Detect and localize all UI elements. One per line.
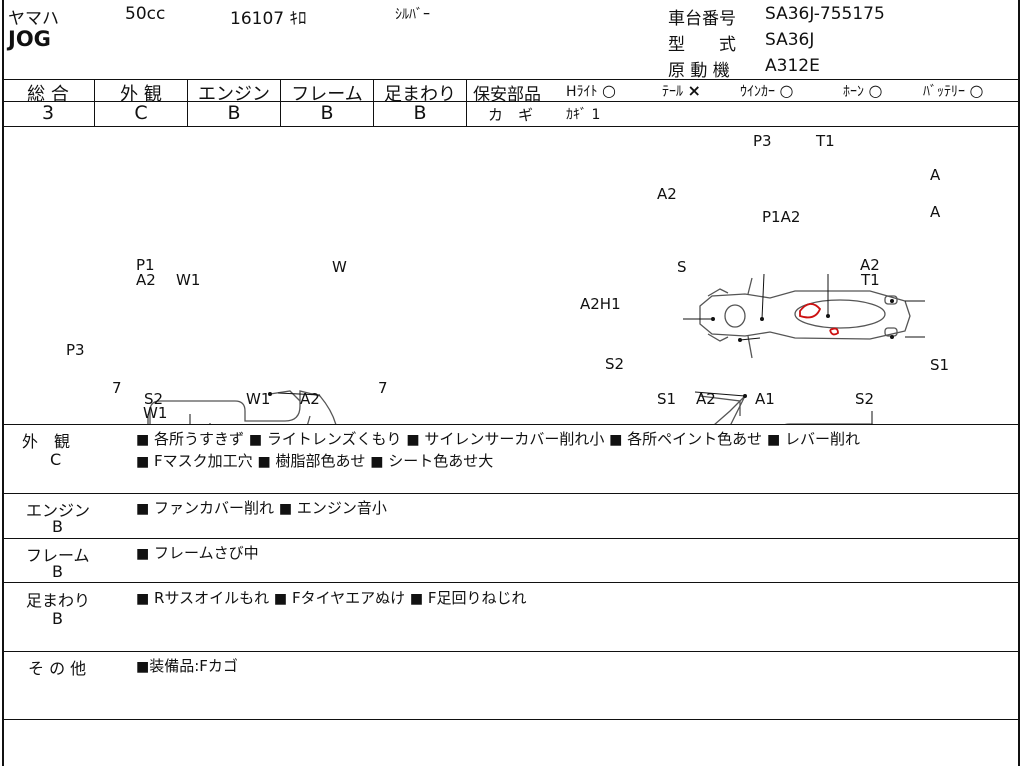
divider <box>2 651 1020 652</box>
grade-header-engine: エンジン <box>198 84 270 105</box>
color: ｼﾙﾊﾞｰ <box>395 7 430 23</box>
label: 7 <box>112 379 122 397</box>
label: T1 <box>815 132 835 150</box>
divider <box>2 126 1020 127</box>
label: P3 <box>753 132 772 150</box>
divider <box>2 493 1020 494</box>
label: W1 <box>246 390 270 408</box>
section-line: ■ Rサスオイルもれ ■ Fタイヤエアぬけ ■ F足回りねじれ <box>136 589 527 607</box>
label: T1 <box>860 271 880 289</box>
label: A <box>930 166 941 184</box>
section-grade: B <box>52 517 63 536</box>
safety-item-headlight: Hﾗｲﾄ ○ <box>566 81 616 100</box>
divider <box>187 79 188 126</box>
section-name: 外 観 <box>22 432 71 451</box>
label: A <box>930 203 941 221</box>
label: P1A2 <box>762 208 800 226</box>
displacement: 50cc <box>125 4 166 24</box>
grade-header-total: 総 合 <box>27 84 69 105</box>
section-name: エンジン <box>26 501 91 520</box>
label: 7 <box>378 379 388 397</box>
grade-header-suspension: 足まわり <box>384 84 456 105</box>
divider <box>2 582 1020 583</box>
label: A2 <box>300 390 320 408</box>
label: S2 <box>144 390 163 408</box>
point-marks <box>268 299 894 398</box>
mileage: 16107 ｷﾛ <box>230 9 307 29</box>
label: W1 <box>176 271 200 289</box>
label: P3 <box>66 341 85 359</box>
frame-no: SA36J-755175 <box>765 4 885 24</box>
label: S1 <box>657 390 676 408</box>
safety-item-tail: ﾃｰﾙ × <box>662 81 701 100</box>
divider <box>2 101 467 102</box>
label: S2 <box>605 355 624 373</box>
section-line: ■ フレームさび中 <box>136 544 259 562</box>
divider <box>94 79 95 126</box>
section-name: フレーム <box>26 546 90 565</box>
grade-exterior: C <box>134 102 148 124</box>
safety-item-battery: ﾊﾞｯﾃﾘｰ ○ <box>923 81 984 100</box>
divider <box>2 424 1020 425</box>
label: A2 <box>657 185 677 203</box>
section-grade: B <box>52 562 63 581</box>
section-line: ■装備品:Fカゴ <box>136 657 238 675</box>
label: A2 <box>696 390 716 408</box>
grade-engine: B <box>227 102 241 124</box>
safety-item-winker: ｳｲﾝｶｰ ○ <box>740 81 794 100</box>
divider <box>467 101 1020 102</box>
key-value: ｶｷﾞ 1 <box>566 107 601 123</box>
section-line: ■ Fマスク加工穴 ■ 樹脂部色あせ ■ シート色あせ大 <box>136 452 494 470</box>
damage-mark <box>799 303 839 336</box>
label: S <box>677 258 687 276</box>
scooter-top-view <box>699 277 911 359</box>
grade-header-frame: フレーム <box>291 84 363 105</box>
divider <box>280 79 281 126</box>
label: W <box>332 258 347 276</box>
maker: ヤマハ <box>8 9 59 29</box>
divider <box>373 79 374 126</box>
section-line: ■ ファンカバー削れ ■ エンジン音小 <box>136 499 387 517</box>
grade-total: 3 <box>41 102 55 124</box>
engine-label: 原 動 機 <box>668 61 730 81</box>
grade-header-exterior: 外 観 <box>120 84 162 105</box>
label: S2 <box>855 390 874 408</box>
model-name: JOG <box>8 27 51 51</box>
label: A2H1 <box>580 295 621 313</box>
divider <box>2 719 1020 720</box>
scooter-right-view <box>699 395 874 424</box>
grade-suspension: B <box>413 102 427 124</box>
section-name: そ の 他 <box>28 659 87 678</box>
damage-diagram: P3 T1 A2 A A P1A2 P1 A2 W1 W P3 7 7 S2 W… <box>66 132 949 424</box>
label: S1 <box>930 356 949 374</box>
engine: A312E <box>765 56 820 76</box>
section-line: ■ 各所うすきず ■ ライトレンズくもり ■ サイレンサーカバー削れ小 ■ 各所… <box>136 430 860 448</box>
key-label: カ ギ <box>488 106 534 124</box>
label: W1 <box>143 404 167 422</box>
divider <box>2 538 1020 539</box>
section-grade: C <box>50 450 62 469</box>
section-name: 足まわり <box>26 591 91 610</box>
safety-item-horn: ﾎｰﾝ ○ <box>843 81 883 100</box>
label: A1 <box>755 390 775 408</box>
safety-label: 保安部品 <box>473 85 541 105</box>
section-grade: B <box>52 609 63 628</box>
type-label: 型 式 <box>668 35 736 55</box>
grade-frame: B <box>320 102 334 124</box>
label: A2 <box>860 256 880 274</box>
scooter-left-view <box>149 390 337 424</box>
divider <box>2 79 1020 80</box>
frame-no-label: 車台番号 <box>668 9 736 29</box>
label: P1 <box>136 256 155 274</box>
label: A2 <box>136 271 156 289</box>
divider <box>466 79 467 126</box>
type: SA36J <box>765 30 815 50</box>
